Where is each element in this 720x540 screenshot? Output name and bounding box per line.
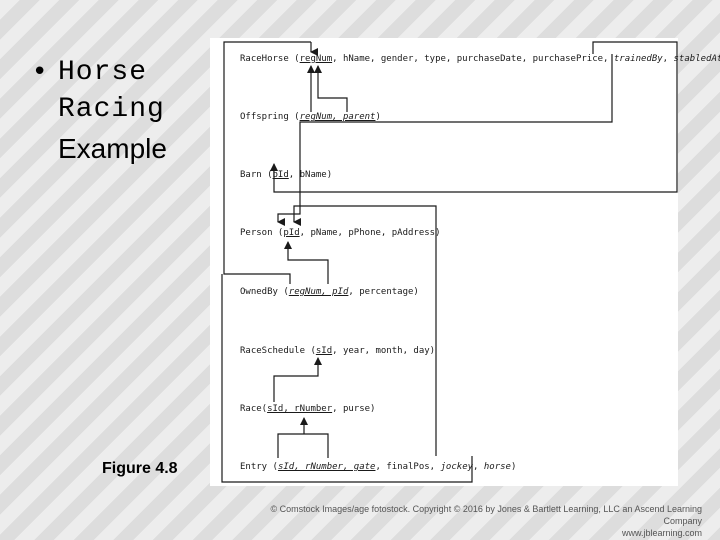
relation-offspring-part: ) bbox=[375, 112, 381, 122]
relation-racehorse-part: trainedBy bbox=[613, 54, 663, 64]
relation-offspring: Offspring (regNum, parent) bbox=[240, 112, 381, 123]
relation-person-part: , pName, pPhone, pAddress) bbox=[299, 228, 441, 238]
arrow-trainedby-person bbox=[277, 54, 613, 226]
relation-ownedby-part: regNum, pId bbox=[288, 287, 349, 297]
relational-schema-diagram: RaceHorse (regNum, hName, gender, type, … bbox=[210, 38, 720, 486]
relation-ownedby-part: OwnedBy ( bbox=[240, 287, 289, 297]
relation-person-part: Person ( bbox=[240, 228, 284, 238]
relation-barn-part: Barn ( bbox=[240, 170, 273, 180]
title-word-example: Example bbox=[58, 133, 167, 164]
title-word-racing: Racing bbox=[58, 94, 165, 125]
relation-person: Person (pId, pName, pPhone, pAddress) bbox=[240, 228, 441, 239]
relation-racehorse-part: , bbox=[662, 54, 674, 64]
arrow-offspring-parent bbox=[314, 65, 348, 112]
relation-ownedby-part: , percentage) bbox=[348, 287, 419, 297]
arrow-horse-racehorse bbox=[221, 274, 473, 483]
relation-entry-part: sId, rNumber, gate bbox=[277, 462, 376, 472]
relation-entry-part: jockey bbox=[440, 462, 474, 472]
relation-raceschedule-part: sId bbox=[315, 346, 333, 356]
relation-race-part: , purse) bbox=[332, 404, 376, 414]
copyright-notice: © Comstock Images/age fotostock. Copyrig… bbox=[230, 503, 702, 539]
figure-caption: Figure 4.8 bbox=[102, 460, 178, 477]
bullet-dot: • bbox=[32, 57, 48, 87]
relation-race: Race(sId, rNumber, purse) bbox=[240, 404, 375, 415]
relation-racehorse-part: RaceHorse ( bbox=[240, 54, 300, 64]
relation-entry-part: , bbox=[473, 462, 484, 472]
slide-title: Horse Racing Example bbox=[58, 54, 167, 167]
relation-entry-part: horse bbox=[483, 462, 511, 472]
arrow-stabledat-barn bbox=[270, 41, 678, 193]
relation-barn-part: bId bbox=[272, 170, 289, 180]
relation-person-part: pId bbox=[283, 228, 300, 238]
relation-raceschedule: RaceSchedule (sId, year, month, day) bbox=[240, 346, 435, 357]
relation-racehorse-part: , hName, gender, type, purchaseDate, pur… bbox=[332, 54, 614, 64]
relation-entry: Entry (sId, rNumber, gate, finalPos, joc… bbox=[240, 462, 516, 473]
relation-entry-part: Entry ( bbox=[240, 462, 278, 472]
relation-entry-part: ) bbox=[510, 462, 517, 472]
arrow-ownedby-regnum bbox=[223, 41, 311, 284]
title-word-horse: Horse bbox=[58, 57, 148, 88]
arrow-ownedby-pid bbox=[284, 241, 329, 284]
relation-race-part: Race( bbox=[240, 404, 268, 414]
publisher-url: www.jblearning.com bbox=[621, 528, 702, 538]
relation-barn-part: , bName) bbox=[288, 170, 333, 180]
relation-racehorse-part: regNum bbox=[299, 54, 333, 64]
relation-racehorse: RaceHorse (regNum, hName, gender, type, … bbox=[240, 54, 720, 65]
relation-entry-part: , finalPos, bbox=[375, 462, 441, 472]
relation-offspring-part: Offspring ( bbox=[240, 112, 300, 122]
arrow-entry-race bbox=[277, 433, 329, 458]
relation-raceschedule-part: , year, month, day) bbox=[332, 346, 436, 356]
bullet-point: • Horse Racing Example bbox=[32, 54, 207, 167]
relation-racehorse-part: stabledAt bbox=[673, 54, 720, 64]
relation-raceschedule-part: RaceSchedule ( bbox=[240, 346, 316, 356]
referential-arrows bbox=[221, 41, 678, 483]
arrow-race-schedule bbox=[273, 357, 322, 402]
relation-ownedby: OwnedBy (regNum, pId, percentage) bbox=[240, 287, 419, 298]
relation-barn: Barn (bId, bName) bbox=[240, 170, 332, 181]
relation-offspring-part: regNum, parent bbox=[299, 112, 376, 122]
copyright-text: © Comstock Images/age fotostock. Copyrig… bbox=[270, 504, 702, 526]
relation-race-part: sId, rNumber bbox=[267, 404, 333, 414]
arrow-jockey-person bbox=[293, 205, 437, 456]
